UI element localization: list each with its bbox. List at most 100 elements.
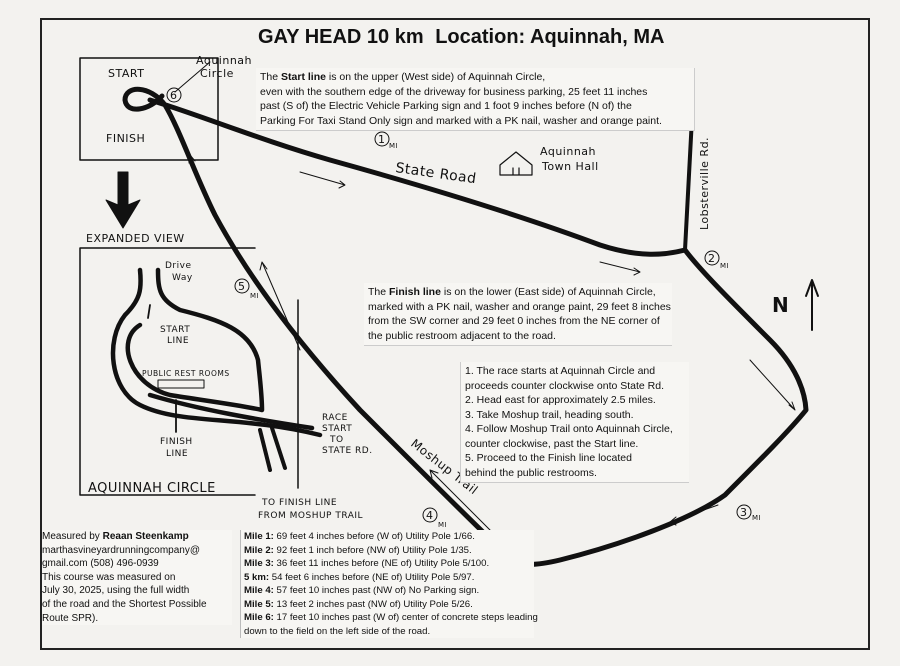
race-start-label-3: TO [329,435,344,445]
mile-marker-4 [422,507,438,523]
to-finish-label-2: FROM MOSHUP TRAIL [258,511,363,521]
note-text: The [260,71,282,83]
measurer-name: Reaan Steenkamp [102,531,189,542]
note-line: from the SW corner and 29 feet 0 inches … [368,315,660,327]
split-text: 92 feet 1 inch before (NW of) Utility Po… [273,544,472,556]
mile-2-number: 2 [708,252,716,265]
mile-unit: MI [752,514,761,522]
split-row: Mile 2: 92 feet 1 inch before (NW of) Ut… [244,544,534,558]
mile-4-number: 4 [426,509,434,522]
measurer-info: Measured by Reaan Steenkamp marthasviney… [42,530,232,626]
split-label: Mile 1: [244,531,274,542]
mile-marker-1 [374,131,390,147]
mile-marker-6 [166,87,182,103]
split-row: Mile 1: 69 feet 4 inches before (W of) U… [244,530,534,544]
finish-line-label: FINISH [160,437,193,447]
split-label: Mile 6: [244,612,274,623]
direction-step: proceeds counter clockwise onto State Rd… [465,379,665,392]
mile-marker-3 [736,504,752,520]
split-label: Mile 3: [244,558,274,569]
inset-finish-label: FINISH [106,132,145,145]
mile-unit: MI [250,292,259,300]
inset-box [79,57,219,161]
measured-note: of the road and the Shortest Possible [42,598,207,610]
note-text: is on the upper (West side) of Aquinnah … [325,71,546,83]
mile-1-number: 1 [378,133,386,146]
note-bold: Start line [281,71,326,83]
direction-step: 1. The race starts at Aquinnah Circle an… [465,365,656,377]
page-title: GAY HEAD 10 km Location: Aquinnah, MA [258,26,664,49]
split-label: 5 km: [244,571,270,583]
lobsterville-road-label: Lobsterville Rd. [698,137,711,230]
split-row: Mile 3: 36 feet 11 inches before (NE of)… [244,557,534,571]
split-locations: Mile 1: 69 feet 4 inches before (W of) U… [240,530,538,639]
split-text: 54 feet 6 inches before (NE of) Utility … [269,571,475,583]
note-line: even with the southern edge of the drive… [260,85,648,98]
lobsterville-road [683,116,694,252]
expanded-view-box [79,247,256,496]
direction-step: counter clockwise, past the Start line. [465,437,639,450]
mile-unit: MI [438,521,447,529]
mile-unit: MI [720,262,729,270]
aquinnah-circle-label-2: Circle [200,67,234,80]
start-line-label-2: LINE [167,336,189,346]
split-row: down to the field on the left side of th… [244,625,534,639]
race-start-label: RACE [322,413,348,423]
north-label: N [772,293,789,317]
course-directions: 1. The race starts at Aquinnah Circle an… [460,362,689,483]
measured-by-label: Measured by [42,531,103,542]
split-text: down to the field on the left side of th… [244,625,431,637]
race-location: Location: Aquinnah, MA [435,26,665,48]
direction-step: 4. Follow Moshup Trail onto Aquinnah Cir… [465,423,673,435]
down-arrow-icon [105,171,141,229]
expanded-view-label: EXPANDED VIEW [86,232,185,245]
note-line: marked with a PK nail, washer and orange… [368,300,671,313]
town-hall-label-2: Town Hall [541,160,599,173]
direction-step: 5. Proceed to the Finish line located [465,452,632,464]
start-line-label: START [160,325,190,335]
split-row: Mile 6: 17 feet 10 inches past (W of) ce… [244,611,538,625]
note-text: The [368,286,390,298]
split-label: Mile 4: [244,585,274,596]
split-label: Mile 5: [244,598,274,610]
mile-unit: MI [389,142,398,150]
inset-start-label: START [108,67,144,80]
note-line: the public restroom adjacent to the road… [368,329,556,342]
north-arrow-icon [805,279,819,331]
race-name: GAY HEAD 10 km [258,26,424,48]
aquinnah-circle-label: Aquinnah [196,54,252,67]
measured-note: Route SPR). [42,612,99,624]
split-text: 17 feet 10 inches past (W of) center of … [273,612,538,623]
measurer-email: marthasvineyardrunningcompany@ [42,544,201,556]
split-label: Mile 2: [244,544,274,556]
town-hall-icon [499,151,533,176]
driveway-label: Drive [165,261,192,271]
start-line-note: The Start line is on the upper (West sid… [256,68,695,131]
mile-marker-2 [704,250,720,266]
town-hall-label: Aquinnah [540,145,596,158]
note-line: past (S of) the Electric Vehicle Parking… [260,100,632,112]
split-row: 5 km: 54 feet 6 inches before (NE of) Ut… [244,571,534,585]
split-text: 36 feet 11 inches before (NE of) Utility… [273,558,490,569]
restroom-icon [157,379,205,389]
split-text: 13 feet 2 inches past (NW of) Utility Po… [273,598,473,610]
split-text: 57 feet 10 inches past (NW of) No Parkin… [273,585,480,596]
race-start-label-4: STATE RD. [322,446,373,456]
restrooms-label: PUBLIC REST ROOMS [142,369,230,378]
aquinnah-circle-caption: AQUINNAH CIRCLE [88,481,216,496]
split-text: 69 feet 4 inches before (W of) Utility P… [273,531,475,542]
race-start-label-2: START [322,424,352,434]
finish-line-label-2: LINE [166,449,188,459]
direction-step: 2. Head east for approximately 2.5 miles… [465,394,656,406]
note-line: Parking For Taxi Stand Only sign and mar… [260,114,662,127]
direction-step: 3. Take Moshup trail, heading south. [465,408,634,421]
driveway-label-2: Way [172,273,193,283]
finish-line-note: The Finish line is on the lower (East si… [364,283,672,346]
mile-5-number: 5 [238,280,246,293]
to-finish-label: TO FINISH LINE [261,498,337,508]
mile-3-number: 3 [740,506,748,519]
measurer-contact: gmail.com (508) 496-0939 [42,558,159,570]
map-border [40,18,870,650]
